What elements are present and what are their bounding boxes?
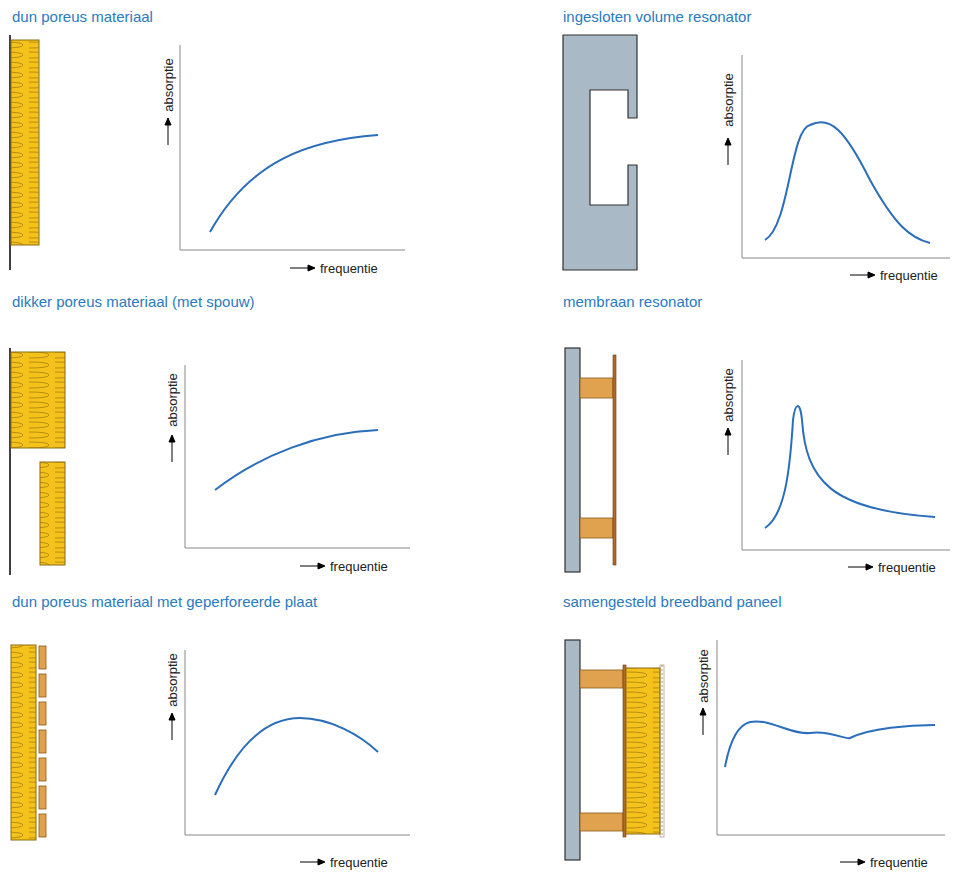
axis-arrows [165,118,875,865]
panel-title: dikker poreus materiaal (met spouw) [12,293,255,310]
plate-strip [39,730,46,753]
perforated-plate-absorber [11,645,46,840]
y-axis-label: absorptie [165,653,180,706]
y-axis-label: absorptie [161,58,176,111]
y-axis-label: absorptie [165,373,180,426]
x-axis-label: frequentie [870,855,928,870]
membrane-resonator [565,348,616,572]
x-axis-label: frequentie [330,855,388,870]
broadband-panel [565,640,664,860]
plate-strip [39,702,46,725]
thick-porous-material [10,348,65,575]
panel-title: membraan resonator [563,293,702,310]
x-axis-label: frequentie [330,559,388,574]
thin-porous-material [10,35,39,270]
plate-strip [39,674,46,697]
plate-strip [39,814,46,837]
plate-strip [39,786,46,809]
plate-strip [39,758,46,781]
x-axis-label: frequentie [320,261,378,276]
panel-title: ingesloten volume resonator [563,8,751,25]
panel-title: dun poreus materiaal [12,8,153,25]
y-axis-label: absorptie [721,368,736,421]
panel-title: samengesteld breedband paneel [563,593,782,610]
absorption-curves [210,122,935,795]
y-axis-label: absorptie [721,73,736,126]
x-axis-label: frequentie [880,268,938,283]
x-axis-label: frequentie [878,560,936,575]
panel-title: dun poreus materiaal met geperforeerde p… [12,593,317,610]
chart-axes [180,45,950,835]
y-axis-label: absorptie [696,649,711,702]
plate-strip [39,646,46,669]
volume-resonator [563,35,637,270]
